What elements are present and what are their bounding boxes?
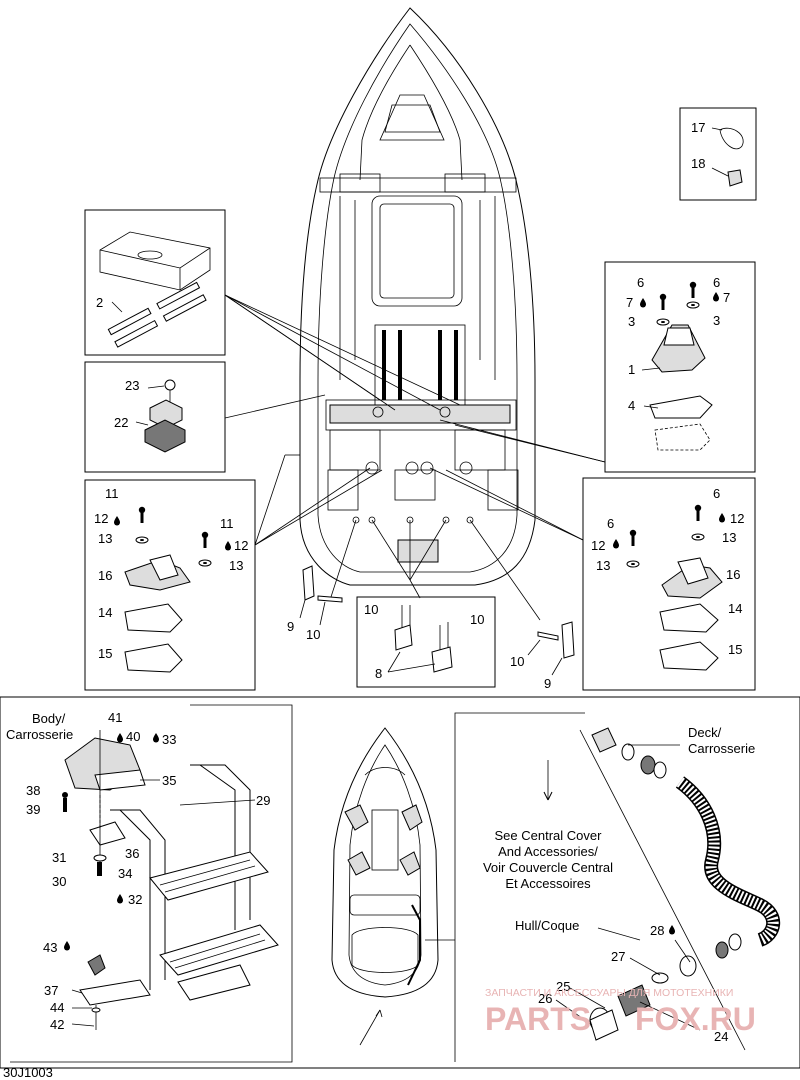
- leader-lines-top: [224, 294, 606, 621]
- callout-17: 17: [691, 120, 705, 135]
- callout-16b: 16: [726, 567, 740, 582]
- see-central-line3: Voir Couvercle Central: [483, 860, 613, 875]
- callout-32: 32: [128, 892, 142, 907]
- callout-33: 33: [162, 732, 176, 747]
- callout-3b: 3: [713, 313, 720, 328]
- box-part-2: 2: [84, 209, 226, 356]
- diagram-code: 30J1003: [3, 1065, 53, 1080]
- callout-11b: 11: [220, 516, 234, 531]
- see-central-line2: And Accessories/: [498, 844, 598, 859]
- box-parts-8-10: 10 10 8: [356, 596, 496, 688]
- callout-15a: 15: [98, 646, 112, 661]
- callout-7a: 7: [626, 295, 633, 310]
- see-central-line1: See Central Cover: [495, 828, 603, 843]
- callout-37: 37: [44, 983, 58, 998]
- callout-10a: 10: [364, 602, 378, 617]
- callout-14a: 14: [98, 605, 112, 620]
- box-parts-1-7: 6 7 3 6 7 3 1 4: [604, 261, 756, 473]
- boat-hull-top-view: [299, 7, 536, 586]
- callout-31: 31: [52, 850, 66, 865]
- callout-35: 35: [162, 773, 176, 788]
- callout-23: 23: [125, 378, 139, 393]
- callout-6d: 6: [607, 516, 614, 531]
- callout-6c: 6: [713, 486, 720, 501]
- callout-10b: 10: [470, 612, 484, 627]
- box-drain-hose: Deck/ Carrosserie See Central Cover And …: [454, 712, 781, 1062]
- callout-6b: 6: [713, 275, 720, 290]
- callout-41: 41: [108, 710, 122, 725]
- callout-9a: 9: [287, 619, 294, 634]
- watermark-fox: FOX.RU: [635, 1001, 756, 1037]
- see-central-line4: Et Accessoires: [505, 876, 591, 891]
- callout-12d: 12: [591, 538, 605, 553]
- callout-1: 1: [628, 362, 635, 377]
- callout-22: 22: [114, 415, 128, 430]
- callout-40: 40: [126, 729, 140, 744]
- callout-15b: 15: [728, 642, 742, 657]
- callout-8: 8: [375, 666, 382, 681]
- callout-36: 36: [125, 846, 139, 861]
- callout-6a: 6: [637, 275, 644, 290]
- callout-26: 26: [538, 991, 552, 1006]
- callout-18: 18: [691, 156, 705, 171]
- box-parts-6-16-right: 6 12 13 6 12 13 16 14 15: [582, 477, 756, 691]
- callout-28: 28: [650, 923, 664, 938]
- callout-7b: 7: [723, 290, 730, 305]
- bottom-frame: [0, 696, 800, 1069]
- callout-12a: 12: [94, 511, 108, 526]
- label-body-fr: Carrosserie: [6, 727, 73, 742]
- callout-13c: 13: [722, 530, 736, 545]
- label-body: Body/: [32, 711, 66, 726]
- callout-44: 44: [50, 1000, 64, 1015]
- label-hull: Hull/Coque: [515, 918, 579, 933]
- callout-13a: 13: [98, 531, 112, 546]
- callout-42: 42: [50, 1017, 64, 1032]
- watermark-parts: PARTS: [485, 1001, 591, 1037]
- label-deck: Deck/: [688, 725, 722, 740]
- parts-9-10-outside: 9 10 10 9: [287, 565, 575, 691]
- watermark: ЗАПЧАСТИ И АКСЕССУАРЫ ДЛЯ МОТОТЕХНИКИ PA…: [485, 987, 756, 1037]
- box-parts-11-16-left: 11 12 13 11 12 13 16 14 15: [84, 479, 256, 691]
- callout-4: 4: [628, 398, 635, 413]
- callout-12b: 12: [234, 538, 248, 553]
- box-parts-22-23: 23 22: [84, 361, 226, 473]
- callout-3a: 3: [628, 314, 635, 329]
- callout-13b: 13: [229, 558, 243, 573]
- boat-small-view: [331, 727, 455, 1046]
- callout-2: 2: [96, 295, 103, 310]
- callout-30: 30: [52, 874, 66, 889]
- callout-16a: 16: [98, 568, 112, 583]
- callout-10d: 10: [510, 654, 524, 669]
- callout-27: 27: [611, 949, 625, 964]
- callout-29: 29: [256, 793, 270, 808]
- box-parts-17-18: 17 18: [679, 107, 757, 201]
- callout-43: 43: [43, 940, 57, 955]
- callout-10c: 10: [306, 627, 320, 642]
- callout-34: 34: [118, 866, 132, 881]
- callout-39: 39: [26, 802, 40, 817]
- callout-9b: 9: [544, 676, 551, 691]
- callout-38: 38: [26, 783, 40, 798]
- callout-24: 24: [714, 1029, 728, 1044]
- callout-11a: 11: [105, 486, 119, 501]
- callout-12c: 12: [730, 511, 744, 526]
- callout-14b: 14: [728, 601, 742, 616]
- label-deck-fr: Carrosserie: [688, 741, 755, 756]
- watermark-line1: ЗАПЧАСТИ И АКСЕССУАРЫ ДЛЯ МОТОТЕХНИКИ: [485, 987, 733, 999]
- callout-25: 25: [556, 979, 570, 994]
- box-ladder: Body/ Carrosserie 41 40 33 35 29 38 39 3…: [6, 704, 293, 1063]
- callout-13d: 13: [596, 558, 610, 573]
